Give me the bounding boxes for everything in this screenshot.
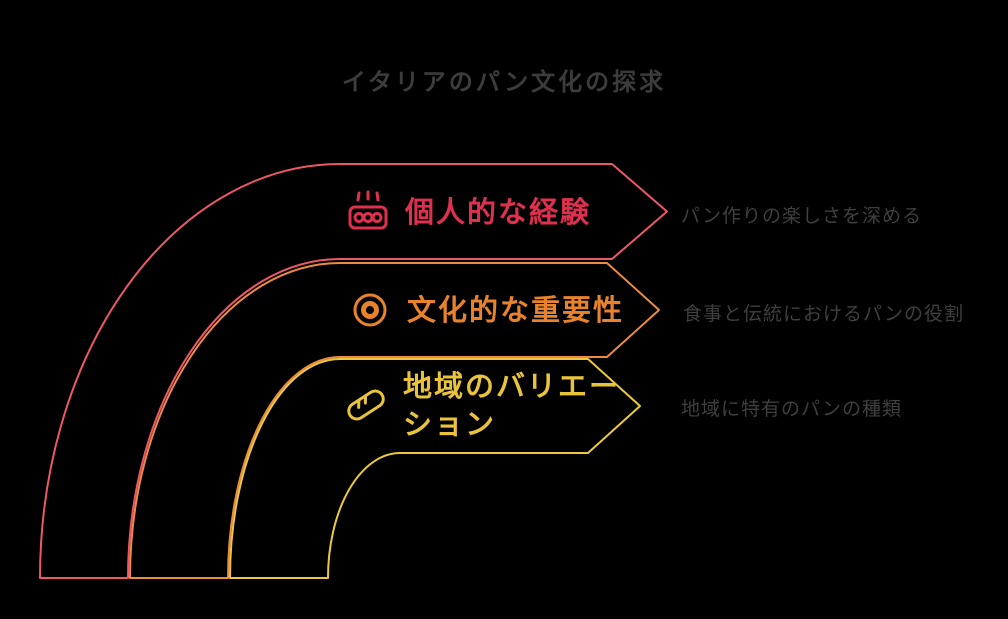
item-regional-variations: 地域のバリエーション xyxy=(342,367,639,443)
item-description: パン作りの楽しさを深める xyxy=(681,205,922,227)
item-personal-experience: 個人的な経験 xyxy=(344,188,591,236)
band-arrow-inner-yellow xyxy=(229,358,641,579)
item-cultural-importance: 文化的な重要性 xyxy=(346,292,624,328)
item-description: 食事と伝統におけるパンの役割 xyxy=(683,303,964,325)
item-label: 地域のバリエーション xyxy=(403,369,621,441)
page-title: イタリアのパン文化の探求 xyxy=(341,68,667,96)
band-arrow-middle-orange xyxy=(129,262,660,579)
baguette-icon xyxy=(342,381,390,429)
item-label: 文化的な重要性 xyxy=(407,293,625,327)
item-description: 地域に特有のパンの種類 xyxy=(681,398,902,420)
target-circle-icon xyxy=(346,292,394,328)
band-arrow-outer-red xyxy=(39,163,668,579)
item-label: 個人的な経験 xyxy=(405,195,592,229)
bread-pan-icon xyxy=(344,188,392,236)
